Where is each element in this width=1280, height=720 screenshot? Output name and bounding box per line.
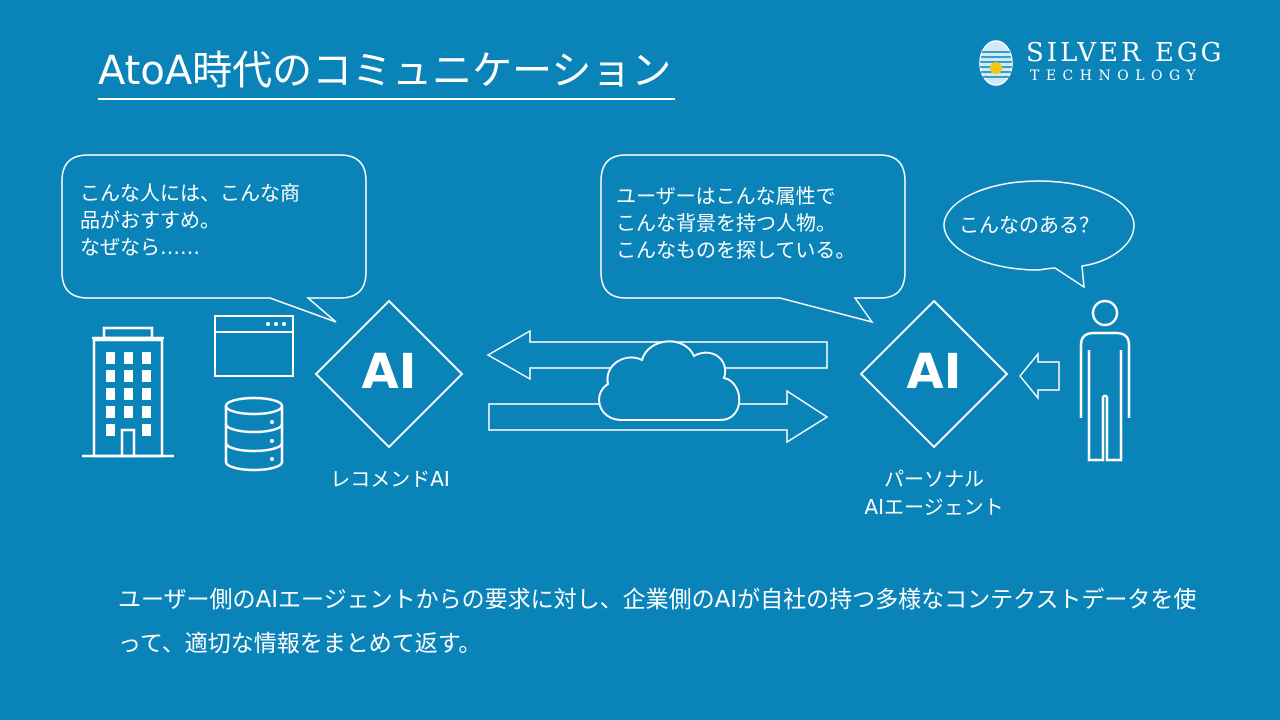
footer-description: ユーザー側のAIエージェントからの要求に対し、企業側のAIが自社の持つ多様なコン… [118, 587, 1197, 657]
ai-label-right: AI [906, 344, 962, 400]
recommend-ai-label: レコメンドAI [330, 467, 450, 491]
cloud-icon [598, 340, 741, 421]
slide-title: AtoA時代のコミュニケーション [98, 44, 676, 100]
person-icon [1079, 299, 1131, 462]
building-door [120, 428, 136, 458]
arrow-left-icon [486, 329, 828, 381]
ai-label-left: AI [361, 344, 417, 400]
database-icon [224, 396, 284, 472]
speech-bubble-recommend [61, 154, 367, 323]
arrow-right-icon [488, 389, 829, 444]
company-logo: SILVER EGG TECHNOLOGY [978, 36, 1238, 92]
arrow-small-left-icon [1019, 351, 1060, 401]
speech-bubble-agent [600, 154, 906, 324]
ai-diamond-left [314, 299, 464, 449]
building-windows [106, 352, 151, 436]
browser-window-icon [214, 315, 294, 377]
speech-bubble-user [943, 180, 1135, 289]
logo-wordmark: SILVER EGG [1026, 38, 1225, 68]
browser-dots [266, 322, 286, 326]
personal-agent-label: パーソナル AIエージェント [864, 467, 1004, 519]
ai-diamond-right [859, 299, 1009, 449]
bubble-recommend-text: こんな人には、こんな商 品がおすすめ。 なぜなら…… [80, 181, 300, 259]
bubble-agent-text: ユーザーはこんな属性で こんな背景を持つ人物。 こんなものを探している。 [616, 184, 856, 262]
bubble-user-text: こんなのある？ [959, 213, 1099, 237]
egg-logo-icon [979, 40, 1013, 86]
logo-subtext: TECHNOLOGY [1030, 68, 1203, 84]
